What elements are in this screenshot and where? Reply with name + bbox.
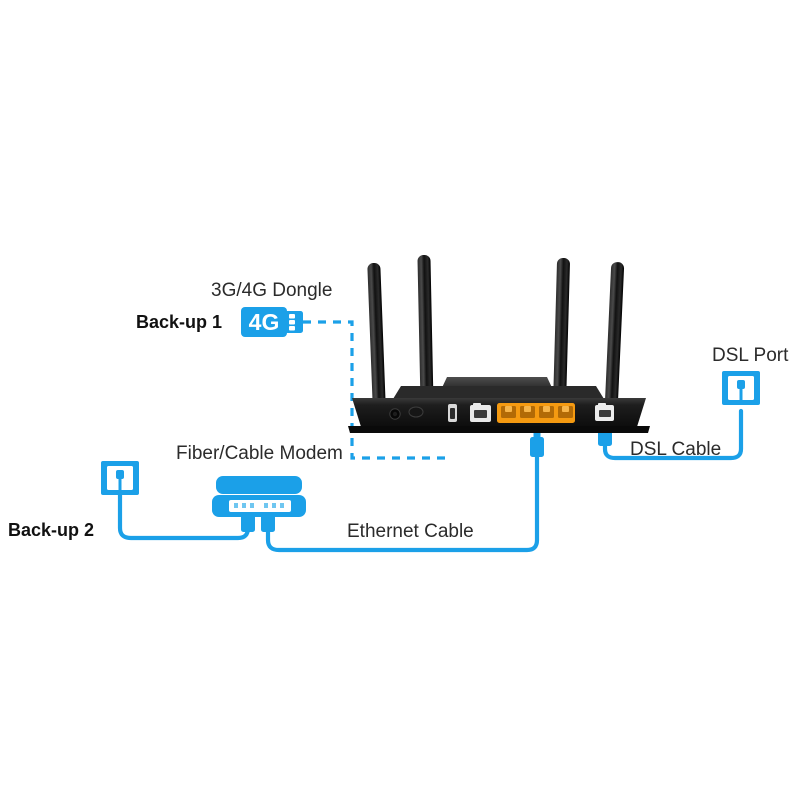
- fiber-cable-modem-icon: [212, 476, 306, 517]
- dsl-cable-label: DSL Cable: [630, 439, 722, 460]
- ethernet-wall-jack-icon: [101, 461, 139, 495]
- modem-title-label: Fiber/Cable Modem: [176, 443, 343, 464]
- dsl-port-label: DSL Port: [712, 345, 789, 366]
- router-wan-plug-icon: [530, 432, 544, 457]
- antenna-2: [417, 254, 434, 408]
- dsl-wall-jack-icon: [722, 371, 760, 405]
- antenna-3: [553, 258, 570, 409]
- ethernet-cable-link: [265, 440, 540, 553]
- antenna-1: [367, 263, 386, 408]
- dongle-label: 4G: [249, 309, 280, 335]
- backup-one-label: Back-up 1: [136, 312, 223, 332]
- dsl-cable-link: [602, 408, 744, 461]
- lan-port-block: [497, 403, 575, 423]
- router-top-deck: [393, 377, 604, 399]
- backup-two-link: [117, 492, 251, 541]
- antenna-4: [604, 262, 625, 408]
- router-rear-ports: [389, 403, 614, 423]
- ethernet-cable-label: Ethernet Cable: [347, 521, 474, 542]
- backup-two-label: Back-up 2: [8, 520, 95, 540]
- power-button: [408, 406, 424, 418]
- usb-dongle-icon: 4G: [241, 307, 303, 337]
- dongle-title-label: 3G/4G Dongle: [211, 280, 333, 301]
- router-antennas: [367, 254, 625, 409]
